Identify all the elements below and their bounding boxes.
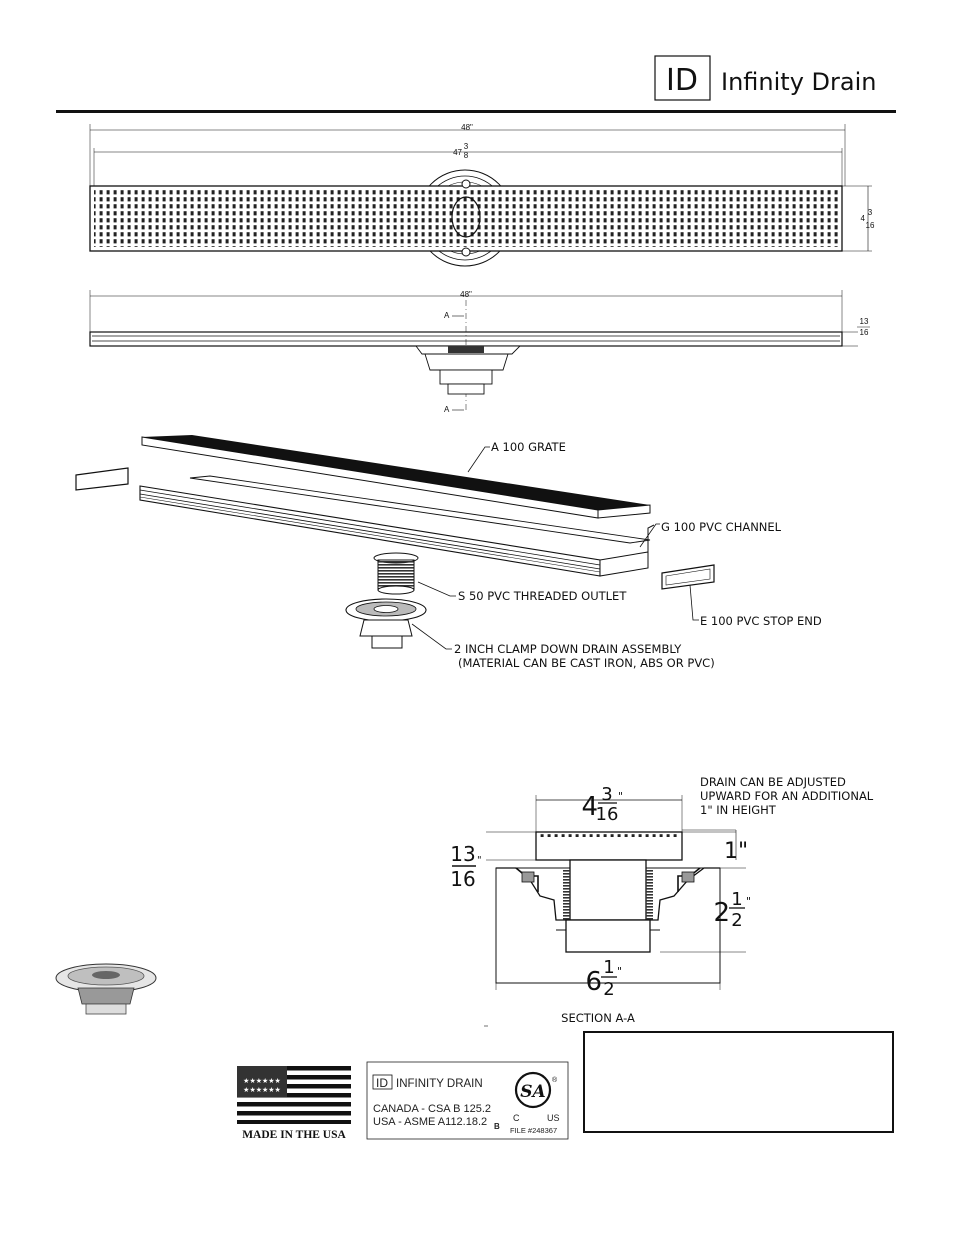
label-stop-end: E 100 PVC STOP END xyxy=(700,614,822,628)
label-material: (MATERIAL CAN BE CAST IRON, ABS OR PVC) xyxy=(458,656,715,670)
cert-line-2: USA - ASME A112.18.2 xyxy=(373,1116,487,1128)
section-width-whole: 4 xyxy=(581,792,598,822)
csa-file-number: FILE #248367 xyxy=(510,1126,557,1135)
cert-class: B xyxy=(494,1122,500,1131)
top-view: 48" 47 3 8 4 3 16 xyxy=(89,123,875,267)
svg-text:": " xyxy=(618,790,623,803)
csa-registered: ® xyxy=(552,1076,558,1084)
side-overall-length: 48" xyxy=(460,290,472,299)
section-title: SECTION A-A xyxy=(561,1011,635,1025)
header-rule xyxy=(56,110,896,113)
grate-length-num: 3 xyxy=(464,142,469,151)
svg-text:★★★★★★: ★★★★★★ xyxy=(243,1077,281,1085)
section-base-num: 1 xyxy=(603,957,614,978)
label-channel: G 100 PVC CHANNEL xyxy=(661,520,782,534)
threaded-outlet xyxy=(377,559,415,591)
stop-end-right xyxy=(661,564,715,590)
flag-caption: MADE IN THE USA xyxy=(242,1129,346,1141)
certification-badge: ID INFINITY DRAIN CANADA - CSA B 125.2 U… xyxy=(366,1061,569,1140)
section-mark-bottom: A xyxy=(444,405,450,414)
exploded-view: A 100 GRATE G 100 PVC CHANNEL S 50 PVC T… xyxy=(75,435,822,670)
svg-text:": " xyxy=(617,965,622,978)
drain-illustration xyxy=(55,963,157,1015)
section-height-num: 13 xyxy=(450,842,475,866)
grate-length-den: 8 xyxy=(464,151,469,160)
section-base-den: 2 xyxy=(603,979,614,1000)
section-depth-den: 2 xyxy=(731,910,742,931)
top-width-den: 16 xyxy=(866,221,875,230)
label-outlet: S 50 PVC THREADED OUTLET xyxy=(458,589,627,603)
grate-length-whole: 47 xyxy=(453,148,462,157)
header-logo: ID Infinity Drain xyxy=(654,55,876,101)
stop-end-left xyxy=(75,467,129,491)
section-adjust: 1" xyxy=(724,839,748,864)
section-height-den: 16 xyxy=(450,867,475,891)
brand-name: Infinity Drain xyxy=(721,68,876,96)
section-depth-whole: 2 xyxy=(713,898,730,928)
logo-box xyxy=(654,55,711,101)
logo-mark: ID xyxy=(666,63,698,98)
side-height-num: 13 xyxy=(860,317,869,326)
section-note-2: UPWARD FOR AN ADDITIONAL xyxy=(700,789,874,803)
usa-flag-badge: ★★★★★★ ★★★★★★ MADE IN THE USA xyxy=(237,1066,351,1141)
section-view: DRAIN CAN BE ADJUSTED UPWARD FOR AN ADDI… xyxy=(450,775,874,1025)
top-overall-length: 48" xyxy=(461,123,473,132)
flag-canton xyxy=(237,1066,287,1097)
section-depth-num: 1 xyxy=(731,889,742,910)
csa-c: C xyxy=(513,1113,520,1123)
side-view: 48" 13 16 A A xyxy=(89,290,870,414)
cert-brand-mark: ID xyxy=(376,1076,388,1090)
exploded-grate-top xyxy=(142,435,650,510)
label-grate: A 100 GRATE xyxy=(491,440,566,454)
csa-logo-icon xyxy=(514,1071,552,1109)
section-note-3: 1" IN HEIGHT xyxy=(700,803,777,817)
top-width-num: 3 xyxy=(868,208,873,217)
svg-text:": " xyxy=(477,855,482,866)
label-clamp-drain: 2 INCH CLAMP DOWN DRAIN ASSEMBLY xyxy=(454,642,682,656)
section-width-den: 16 xyxy=(596,804,619,825)
side-height-den: 16 xyxy=(860,328,869,337)
section-width-num: 3 xyxy=(601,784,612,805)
section-base-whole: 6 xyxy=(585,967,602,997)
cert-line-1: CANADA - CSA B 125.2 xyxy=(373,1103,491,1115)
top-width-whole: 4 xyxy=(861,214,866,223)
section-note-1: DRAIN CAN BE ADJUSTED xyxy=(700,775,846,789)
cert-brand: INFINITY DRAIN xyxy=(396,1078,483,1090)
csa-mark: SA xyxy=(520,1082,545,1102)
svg-text:★★★★★★: ★★★★★★ xyxy=(243,1086,281,1094)
section-mark-top: A xyxy=(444,311,450,320)
notes-box xyxy=(583,1031,894,1133)
svg-text:": " xyxy=(746,895,751,908)
csa-us: US xyxy=(547,1113,560,1123)
